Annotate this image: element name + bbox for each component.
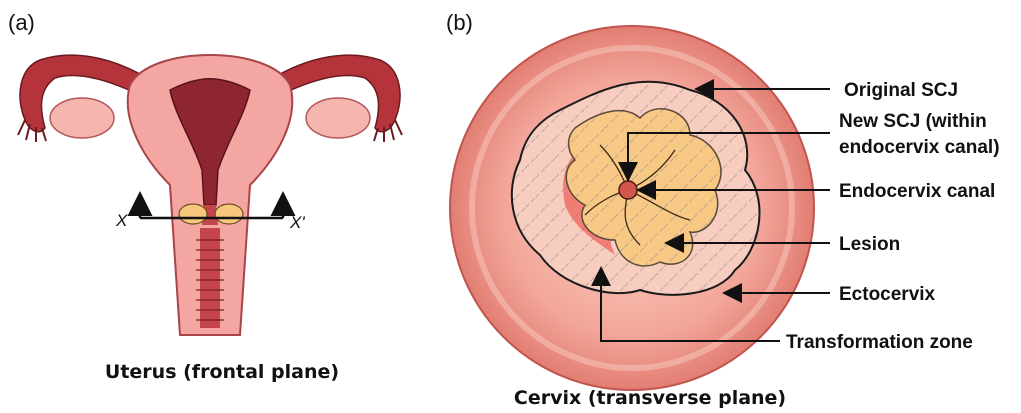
label-new-scj-line1: New SCJ (within [839, 111, 987, 132]
label-transformation-zone: Transformation zone [786, 332, 973, 353]
right-ovary [306, 98, 370, 138]
panel-b-caption: Cervix (transverse plane) [514, 387, 786, 409]
label-new-scj-line2: endocervix canal) [839, 137, 1000, 158]
axis-label-x-prime: X' [289, 213, 305, 232]
label-lesion: Lesion [839, 234, 900, 255]
cervix-lesion-right [215, 204, 243, 224]
label-original-scj: Original SCJ [844, 80, 958, 101]
panel-a-label: (a) [8, 10, 35, 35]
axis-label-x: X [115, 211, 128, 230]
left-ovary [50, 98, 114, 138]
endocervix-canal [619, 181, 637, 199]
cervix-lesion-left [179, 204, 207, 224]
panel-b-label: (b) [446, 10, 473, 35]
label-endocervix-canal: Endocervix canal [839, 181, 995, 202]
vaginal-canal [200, 228, 220, 328]
label-ectocervix: Ectocervix [839, 284, 936, 305]
panel-b: (b) Original SCJ New S [446, 10, 1000, 409]
panel-a-caption: Uterus (frontal plane) [105, 361, 339, 383]
uterus-illustration [18, 55, 402, 335]
panel-a: (a) [8, 10, 402, 383]
